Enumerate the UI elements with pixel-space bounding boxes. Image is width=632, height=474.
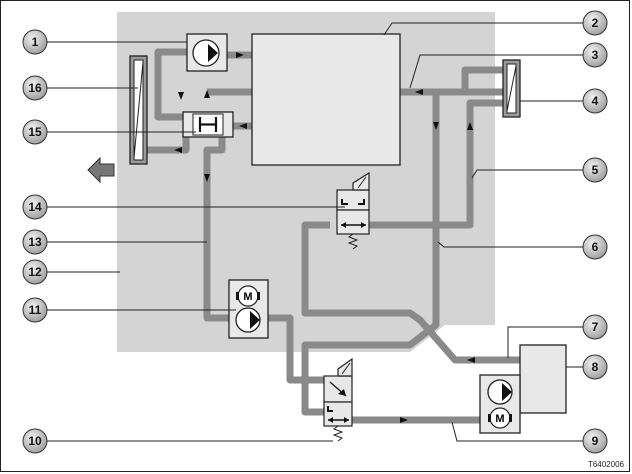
flow-arrow-icon xyxy=(174,147,182,153)
callout-13: 13 xyxy=(22,229,48,255)
pump-arrow-icon xyxy=(250,311,260,329)
svg-text:7: 7 xyxy=(592,320,599,334)
flow-arrow-icon xyxy=(204,90,210,98)
callout-9: 9 xyxy=(582,428,608,454)
svg-text:4: 4 xyxy=(592,94,599,108)
svg-text:13: 13 xyxy=(28,235,42,249)
heat-exchanger-left xyxy=(129,55,148,165)
callout-3: 3 xyxy=(582,42,608,68)
heat-exchanger-right xyxy=(502,59,521,118)
flow-arrow-icon xyxy=(239,123,247,129)
callout-10: 10 xyxy=(22,428,48,454)
pipe-valve15-down xyxy=(203,136,232,322)
callouts-right: 2 3 4 5 6 7 8 9 xyxy=(582,10,608,454)
callout-5: 5 xyxy=(582,157,608,183)
svg-text:5: 5 xyxy=(592,163,599,177)
callout-8: 8 xyxy=(582,354,608,380)
svg-text:15: 15 xyxy=(28,125,42,139)
thermostat-valve xyxy=(182,111,234,138)
flow-arrows xyxy=(174,52,475,423)
flow-arrow-icon xyxy=(467,357,475,363)
flow-direction-arrow xyxy=(87,156,115,184)
callout-7: 7 xyxy=(582,314,608,340)
pipe-pump1-left xyxy=(154,48,187,121)
motor-m-label: M xyxy=(243,291,252,303)
svg-text:3: 3 xyxy=(592,48,599,62)
leader-lines xyxy=(47,22,583,442)
callout-12: 12 xyxy=(22,259,48,285)
callout-1: 1 xyxy=(22,29,48,55)
pipe-pump11-down xyxy=(268,314,324,384)
expansion-tank xyxy=(519,344,567,414)
flow-arrow-icon xyxy=(415,89,423,95)
flow-arrow-icon xyxy=(204,174,210,182)
callout-4: 4 xyxy=(582,88,608,114)
callout-15: 15 xyxy=(22,119,48,145)
pipe-ret6 xyxy=(301,92,440,416)
solenoid-valve-upper xyxy=(336,171,370,250)
electric-pump-9: M xyxy=(479,374,521,434)
figure-reference: T6402006 xyxy=(588,460,625,469)
svg-text:8: 8 xyxy=(592,360,599,374)
svg-text:16: 16 xyxy=(28,81,42,95)
flow-arrow-icon xyxy=(467,122,473,130)
callout-14: 14 xyxy=(22,194,48,220)
flow-arrow-icon xyxy=(236,52,244,58)
flow-arrow-icon xyxy=(178,92,184,100)
svg-text:10: 10 xyxy=(28,434,42,448)
engine-block xyxy=(251,33,401,166)
motor-m-label: M xyxy=(495,413,504,425)
solenoid-valve-lower xyxy=(323,357,353,442)
svg-text:6: 6 xyxy=(592,240,599,254)
svg-text:11: 11 xyxy=(29,303,42,317)
callout-6: 6 xyxy=(582,234,608,260)
callout-11: 11 xyxy=(22,297,48,323)
pump-arrow-icon xyxy=(208,44,218,62)
pipe-ret5 xyxy=(369,99,503,229)
flow-arrow-icon xyxy=(400,417,408,423)
svg-text:1: 1 xyxy=(32,35,39,49)
svg-text:12: 12 xyxy=(28,265,42,279)
pipe-valve14-left xyxy=(301,221,520,364)
svg-text:9: 9 xyxy=(592,434,599,448)
pump-arrow-icon xyxy=(502,383,512,401)
callout-16: 16 xyxy=(22,75,48,101)
callout-2: 2 xyxy=(582,10,608,36)
electric-pump-11: M xyxy=(228,279,269,339)
callouts-left: 1 16 15 14 13 12 11 10 xyxy=(22,29,48,454)
svg-text:14: 14 xyxy=(28,200,42,214)
svg-text:2: 2 xyxy=(592,16,599,30)
coolant-pump-1 xyxy=(186,33,228,72)
flow-arrow-icon xyxy=(433,122,439,130)
